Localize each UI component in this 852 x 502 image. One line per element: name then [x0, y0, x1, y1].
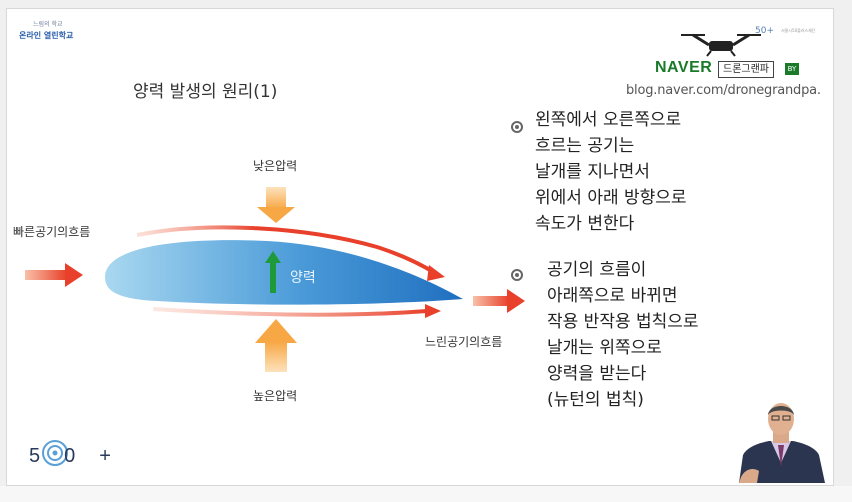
bullet-2-line: 공기의 흐름이	[547, 260, 647, 280]
school-logo-line1: 느림의 학교	[33, 21, 63, 28]
slide-title: 양력 발생의 원리(1)	[133, 82, 278, 102]
footer-brand-text: 50+	[29, 445, 135, 467]
outgoing-flow-arrow	[473, 289, 525, 313]
slow-airflow-label: 느린공기의흐름	[425, 335, 503, 349]
naver-logo: NAVER	[655, 59, 713, 76]
bullet-2-text: 공기의 흐름이 아래쪽으로 바뀌면 작용 반작용 법칙으로 날개는 위쪽으로 양…	[547, 257, 699, 413]
bullet-1-line: 위에서 아래 방향으로	[535, 188, 687, 208]
top-right-sub: 서울시50플러스재단	[781, 28, 816, 33]
bullet-2-line: 양력을 받는다	[547, 364, 647, 384]
blog-url: blog.naver.com/dronegrandpa.	[626, 83, 821, 98]
bullet-2-icon	[511, 269, 523, 281]
fast-airflow-label: 빠른공기의흐름	[13, 225, 91, 239]
bullet-1-text: 왼쪽에서 오른쪽으로 흐르는 공기는 날개를 지나면서 위에서 아래 방향으로 …	[535, 107, 687, 237]
bullet-2-line: 작용 반작용 법칙으로	[547, 312, 699, 332]
bottom-strip	[0, 486, 852, 502]
lift-arrow-icon	[265, 251, 281, 293]
bullet-2-line: (뉴턴의 법칙)	[547, 390, 644, 410]
incoming-flow-arrow	[25, 263, 83, 287]
lecture-slide: 느림의 학교 온라인 열린학교 양력 발생의 원리(1) 50+ 서울시50플러…	[6, 8, 834, 486]
bullet-2-line: 아래쪽으로 바뀌면	[547, 286, 678, 306]
high-pressure-label: 높은압력	[253, 389, 298, 403]
lift-label: 양력	[290, 270, 316, 286]
bullet-1-line: 흐르는 공기는	[535, 136, 635, 156]
target-circle-icon	[42, 440, 68, 466]
bullet-1-line: 날개를 지나면서	[535, 162, 650, 182]
naver-blog-badge-small: BY	[785, 63, 799, 75]
bullet-1-line: 속도가 변한다	[535, 214, 635, 234]
naver-blog-badge: 드론그랜파	[718, 61, 774, 78]
drone-icon	[681, 33, 761, 57]
low-pressure-arrow	[257, 187, 295, 223]
airfoil-diagram	[25, 187, 525, 372]
school-logo-line2: 온라인 열린학교	[19, 31, 74, 40]
top-right-logo: 50+	[755, 26, 774, 36]
high-pressure-arrow	[255, 319, 297, 372]
bullet-1-icon	[511, 121, 523, 133]
school-logo: 느림의 학교 온라인 열린학교	[19, 19, 81, 45]
bullet-1-line: 왼쪽에서 오른쪽으로	[535, 110, 682, 130]
lower-flow-line	[152, 304, 441, 318]
low-pressure-label: 낮은압력	[253, 159, 298, 173]
presenter-video	[731, 397, 831, 483]
bullet-2-line: 날개는 위쪽으로	[547, 338, 662, 358]
upper-flow-line	[136, 225, 445, 281]
airfoil-shape	[105, 240, 463, 305]
